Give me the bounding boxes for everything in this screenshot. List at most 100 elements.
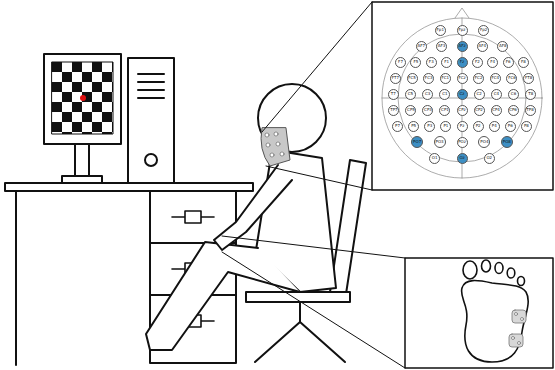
electrode-label: AF4 — [479, 44, 487, 48]
electrode-label: FC6 — [508, 76, 516, 80]
electrode-circle: AF8 — [497, 41, 508, 52]
electrode-label: CP5 — [407, 108, 415, 112]
electrode-label: FT7 — [392, 76, 399, 80]
electrode-label: P8 — [524, 124, 529, 128]
electrode-circle: C1 — [439, 89, 450, 100]
electrode-label: CP2 — [475, 108, 483, 112]
electrode-circle: CP5 — [405, 105, 416, 116]
electrode-label: P2 — [476, 124, 481, 128]
electrode-circle: F8 — [518, 57, 529, 68]
electrode-circle: Fpz — [457, 25, 468, 36]
electrode-circle: FC5 — [407, 73, 418, 84]
electrode-label: FC2 — [475, 76, 483, 80]
electrode-circle: PO3 — [434, 136, 446, 148]
electrode-circle: FC4 — [490, 73, 501, 84]
electrode-circle: PO8 — [501, 136, 513, 148]
electrode-circle: F1 — [441, 57, 452, 68]
electrode-circle: AF4 — [477, 41, 488, 52]
electrode-label: C2 — [477, 92, 482, 96]
electrode-circle: F5 — [410, 57, 421, 68]
electrode-label: F5 — [413, 60, 418, 64]
electrode-circle: C2 — [474, 89, 485, 100]
electrode-label: P3 — [427, 124, 432, 128]
electrode-label: TP8 — [526, 108, 533, 112]
electrode-label: FC1 — [442, 76, 450, 80]
electrode-label: P1 — [443, 124, 448, 128]
electrode-label: Fp1 — [437, 28, 444, 32]
electrode-circle: FT7 — [390, 73, 401, 84]
electrode-label: P7 — [395, 124, 400, 128]
electrode-label: AFz — [458, 44, 465, 48]
electrode-circle: P2 — [473, 121, 484, 132]
electrode-circle: F6 — [503, 57, 514, 68]
electrode-label: PO3 — [436, 140, 444, 144]
electrode-circle: FC2 — [473, 73, 484, 84]
electrode-label: CP4 — [492, 108, 500, 112]
electrode-circle: C6 — [508, 89, 519, 100]
electrode-label: AF7 — [417, 44, 425, 48]
electrode-label: FCz — [458, 76, 465, 80]
electrode-label: FT8 — [525, 76, 532, 80]
electrode-circle: FC3 — [423, 73, 434, 84]
electrode-circle: F3 — [426, 57, 437, 68]
electrode-circle: P3 — [424, 121, 435, 132]
electrode-circle: FT8 — [523, 73, 534, 84]
electrode-label: P6 — [508, 124, 513, 128]
electrode-label: AF8 — [499, 44, 507, 48]
electrode-circle: P6 — [505, 121, 516, 132]
electrode-label: F1 — [444, 60, 449, 64]
electrode-circle: T8 — [525, 89, 536, 100]
electrode-circle: CPz — [457, 105, 468, 116]
electrode-circle: AF3 — [436, 41, 447, 52]
electrode-label: F4 — [490, 60, 495, 64]
electrode-circle: AF7 — [416, 41, 427, 52]
electrode-label: PO8 — [503, 140, 511, 144]
electrode-circle: F4 — [487, 57, 498, 68]
electrode-label: C1 — [442, 92, 447, 96]
electrode-circle: CP3 — [422, 105, 433, 116]
electrode-label: T8 — [528, 92, 533, 96]
electrode-label: PO7 — [413, 140, 421, 144]
electrode-label: C5 — [408, 92, 413, 96]
electrode-label: TP7 — [390, 108, 397, 112]
electrode-label: P4 — [492, 124, 497, 128]
electrode-circle: F2 — [472, 57, 483, 68]
electrode-label: F8 — [521, 60, 526, 64]
electrode-label: P5 — [411, 124, 416, 128]
electrode-circle: O1 — [429, 153, 440, 164]
electrode-circle: C5 — [405, 89, 416, 100]
electrode-circle: FC1 — [440, 73, 451, 84]
electrode-label: Cz — [460, 92, 465, 96]
electrode-label: C6 — [511, 92, 516, 96]
electrode-label: Oz — [459, 156, 464, 160]
electrode-label: FC4 — [491, 76, 499, 80]
electrode-circle: FCz — [457, 73, 468, 84]
electrode-label: O2 — [486, 156, 492, 160]
electrode-label: Fz — [460, 60, 464, 64]
electrode-label: CP1 — [441, 108, 449, 112]
electrode-circle: C4 — [491, 89, 502, 100]
electrode-label: F3 — [429, 60, 434, 64]
electrode-circle: Oz — [457, 153, 468, 164]
electrode-label: O1 — [432, 156, 438, 160]
electrode-label: T7 — [391, 92, 396, 96]
electrode-circle: Cz — [457, 89, 468, 100]
electrode-circle: Fz — [457, 57, 468, 68]
electrode-circle: FC6 — [506, 73, 517, 84]
electrode-label: POz — [458, 140, 466, 144]
electrode-circle: T7 — [388, 89, 399, 100]
electrode-label: AF3 — [438, 44, 446, 48]
electrode-label: CPz — [458, 108, 465, 112]
electrode-circle: C3 — [422, 89, 433, 100]
electrode-label: C4 — [494, 92, 499, 96]
electrode-circle: CP2 — [474, 105, 485, 116]
electrode-circle: POz — [457, 137, 468, 148]
electrode-circle: P8 — [521, 121, 532, 132]
electrode-circle: TP7 — [388, 105, 399, 116]
electrode-label: C3 — [425, 92, 430, 96]
electrode-circle: CP1 — [439, 105, 450, 116]
electrode-label: CP6 — [509, 108, 517, 112]
electrode-label: CP3 — [424, 108, 432, 112]
